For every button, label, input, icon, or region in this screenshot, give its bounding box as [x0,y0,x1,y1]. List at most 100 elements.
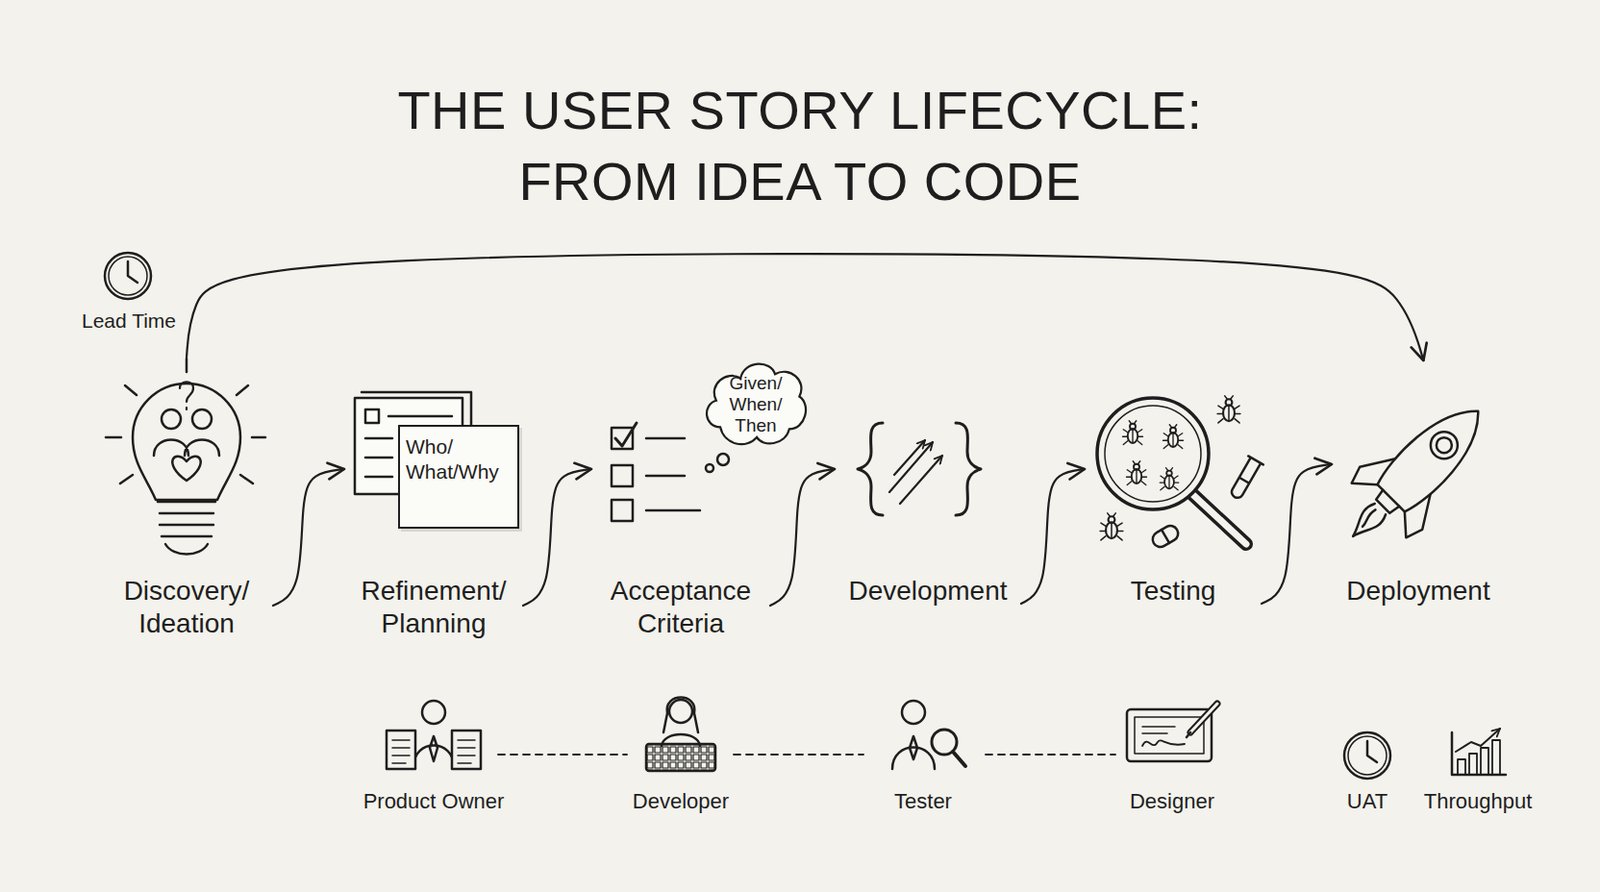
lightbulb-icon [157,501,216,555]
tester-icon [952,751,966,767]
dashed-connector [498,753,1116,756]
developer-icon [663,698,699,734]
throughput-chart [1451,728,1506,775]
lightbulb-icon [161,409,181,429]
stage-node: Deployment [1331,360,1505,608]
magnifier-bugs-icon [1192,494,1247,545]
designer-icon [1142,726,1175,734]
lead-time-clock [108,256,148,296]
tester-icon [892,736,935,770]
magnifier-bugs-icon [1192,494,1247,545]
uat-clock [1344,732,1391,779]
magnifier-bugs-icon [1150,523,1181,550]
product-owner-icon [386,700,481,770]
checklist-icon [611,423,729,522]
rocket-icon [1425,425,1464,465]
magnifier-bugs-icon [1126,461,1148,486]
rocket-icon [1433,434,1456,457]
node-text: Who/ What/Why [405,434,512,485]
code-braces-icon [894,440,925,475]
flow-arrow [523,469,592,606]
lightbulb-icon [179,381,194,410]
product-owner-icon [451,730,481,770]
magnifier-bugs-icon [1100,513,1124,541]
role-label: UAT [1347,789,1388,815]
checklist-icon [611,500,633,522]
role-label: Designer [1129,789,1215,815]
lead-time-clock [104,252,151,300]
magnifier-bugs-icon [1097,398,1209,510]
code-braces-icon [955,423,981,516]
lightbulb-icon [105,358,266,555]
designer-icon [1126,709,1212,762]
code-braces-icon [900,455,943,504]
rocket-icon [1346,501,1388,544]
product-owner-icon [422,700,446,725]
checklist-icon [611,465,633,487]
lead-time-clock [104,252,151,300]
stage-label: Testing [1084,575,1262,608]
magnifier-bugs-icon [1226,455,1264,501]
tester-icon [892,700,966,770]
dashed-connector [498,753,1116,756]
rocket-icon [1322,379,1510,568]
lightbulb-icon [172,456,200,481]
lightbulb-icon [153,440,220,457]
developer-icon [669,700,693,724]
throughput-chart [1457,759,1466,775]
throughput-chart [1480,748,1489,775]
magnifier-bugs-icon [1226,455,1264,501]
throughput-chart [1492,740,1500,775]
product-owner-icon [386,730,416,770]
throughput-chart [1455,728,1500,752]
developer-icon [646,698,716,773]
stage-label: Acceptance Criteria [591,575,771,641]
flow-arrow [186,253,1424,361]
flow-arrow [1021,469,1085,604]
lightbulb-icon [192,409,212,429]
checklist-icon [615,423,637,447]
product-owner-icon [457,740,475,764]
designer-icon [1126,703,1218,762]
thought-bubble: Given/ When/ Then [700,353,812,456]
magnifier-bugs-icon [1104,405,1201,502]
checklist-icon [717,453,729,466]
uat-clock [1348,736,1387,775]
magnifier-bugs-icon [1097,396,1264,550]
lead-time-clock [127,261,138,283]
stage-label: Deployment [1331,575,1505,608]
uat-clock [1344,732,1391,779]
tester-icon [901,700,925,725]
stage-label: Development [834,575,1022,608]
throughput-chart [1469,753,1477,775]
stage-node: Discovery/ Ideation [100,357,274,641]
designer-icon [1190,703,1218,733]
role-label: Product Owner [363,789,505,815]
title: THE USER STORY LIFECYCLE: FROM IDEA TO C… [338,75,1262,218]
document-stack [365,409,379,424]
role-label: Developer [632,789,729,815]
designer-icon [1186,732,1191,738]
rocket-icon [1373,393,1497,517]
magnifier-bugs-icon [1217,396,1241,424]
stage-label: Refinement/ Planning [344,575,524,641]
code-braces-icon [857,423,883,516]
code-braces-icon [857,423,981,516]
magnifier-bugs-icon [1159,468,1179,491]
metric-label: Lead Time [81,308,176,334]
flow-arrow [770,469,835,606]
designer-icon [1142,740,1185,747]
magnifier-bugs-icon [1163,425,1184,450]
rocket-icon [1375,490,1400,515]
cloud-outline [706,364,806,446]
developer-icon [646,744,716,772]
node-text: Given/ When/ Then [724,373,788,437]
stage-node: Development [834,365,1022,608]
flow-arrow [273,469,345,606]
throughput-chart [1451,732,1506,775]
lightbulb-icon [105,358,266,484]
magnifier-bugs-icon [1123,421,1144,446]
magnifier-bugs-icon [1150,523,1181,550]
stage-node: Testing [1084,365,1262,608]
